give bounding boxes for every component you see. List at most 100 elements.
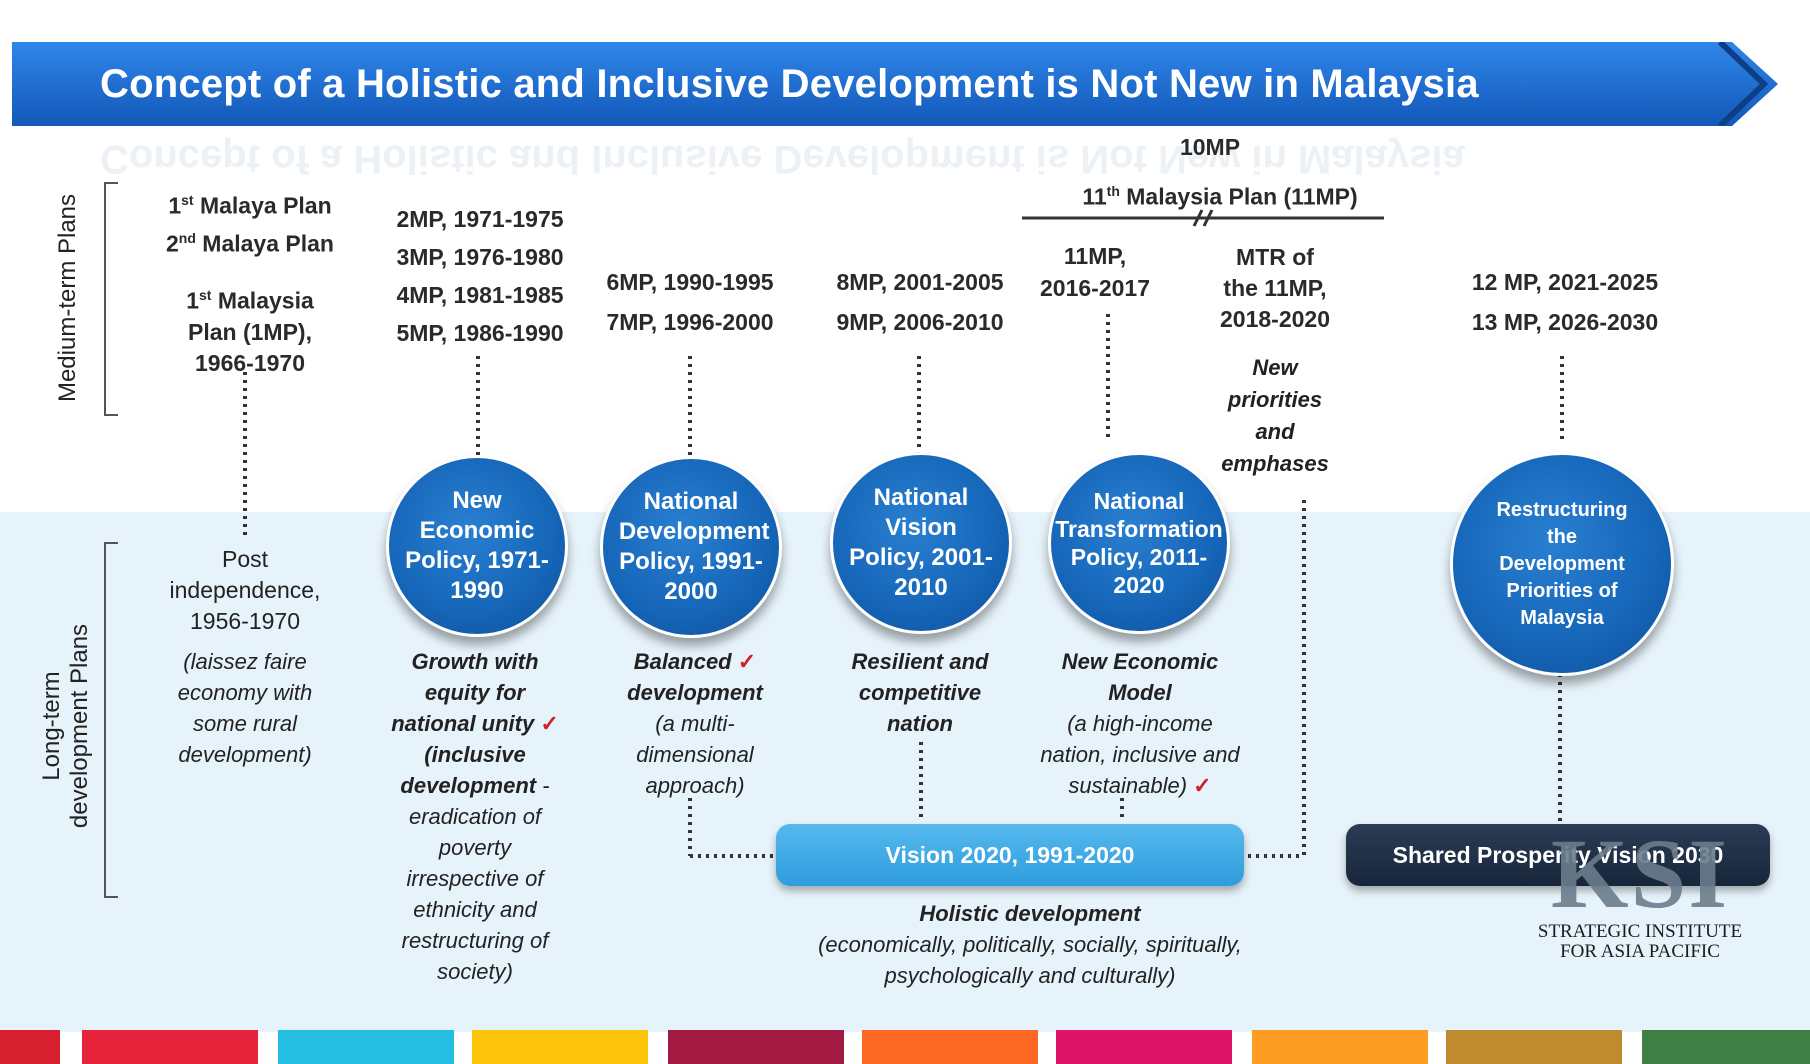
col1-desc-line: economy with	[177, 680, 313, 705]
page-title: Concept of a Holistic and Inclusive Deve…	[100, 62, 1479, 106]
sdg-color-block	[862, 1030, 1038, 1064]
title-banner	[12, 42, 1778, 126]
sdg-color-block	[1446, 1030, 1622, 1064]
col1-plan-1-sup: st	[181, 192, 194, 208]
col2-plan: 2MP, 1971-1975	[396, 206, 564, 232]
policy-circle-ndp: National Development Policy, 1991-2000	[600, 456, 782, 638]
col7-plan: 13 MP, 2026-2030	[1471, 309, 1659, 335]
col7-plans: 12 MP, 2021-2025 13 MP, 2026-2030	[1440, 262, 1690, 342]
col6-plan: MTR of	[1236, 244, 1314, 270]
holistic-development: Holistic development (economically, poli…	[760, 898, 1300, 991]
policy-circle-nvp: National Vision Policy, 2001-2010	[830, 452, 1012, 634]
sdg-color-block	[0, 1030, 60, 1064]
vision-2020-label: Vision 2020, 1991-2020	[885, 841, 1135, 868]
11mp-divider-line	[1022, 209, 1384, 227]
ksi-logo: KSI STRATEGIC INSTITUTE FOR ASIA PACIFIC	[1510, 818, 1770, 976]
policy-circle-nep: New Economic Policy, 1971-1990	[386, 455, 568, 637]
header-11mp-sup: th	[1106, 183, 1120, 199]
sdg-color-block	[1056, 1030, 1232, 1064]
col1-plan-3-sup: st	[199, 287, 212, 303]
col6-plan: the 11MP,	[1223, 275, 1327, 301]
col1-plan-2-text: Malaya Plan	[195, 230, 334, 257]
col6-note: New priorities and emphases	[1180, 352, 1370, 480]
col2-desc-dash: -	[536, 773, 550, 798]
col5-desc-line: sustainable) ✓	[1010, 770, 1270, 801]
col1-plan-3-line3: 1966-1970	[195, 349, 305, 376]
col6-plan: 2018-2020	[1220, 306, 1330, 332]
col6-note-line: and	[1255, 419, 1295, 444]
col2-desc-line: eradication of	[408, 804, 542, 829]
col1-plan-1: 1st Malaya Plan	[140, 184, 360, 222]
col1-plan-3-line2: Plan (1MP),	[188, 318, 312, 345]
col1-1mp: 1st Malaysia Plan (1MP), 1966-1970	[150, 280, 350, 379]
col2-desc-line: restructuring of	[401, 928, 549, 953]
col1-era-line: 1956-1970	[190, 608, 300, 634]
col4-plan: 9MP, 2006-2010	[836, 309, 1004, 335]
col1-desc-line: development)	[178, 742, 312, 767]
header-10mp: 10MP	[1179, 134, 1241, 160]
col1-era-line: independence,	[169, 577, 321, 603]
policy-nvp-label: National Vision Policy, 2001-2010	[849, 484, 993, 601]
header-11mp-text: Malaysia Plan (11MP)	[1119, 183, 1358, 210]
sdg-color-block	[1252, 1030, 1428, 1064]
col5-desc-line: nation, inclusive and	[1040, 742, 1240, 767]
col2-desc-line: irrespective of	[406, 866, 544, 891]
col1-plan-3-text: Malaysia	[211, 287, 314, 314]
policy-circle-restructuring: Restructuring the Development Priorities…	[1450, 452, 1674, 676]
policy-ndp-label: National Development Policy, 1991-2000	[618, 488, 770, 605]
col7-plan: 12 MP, 2021-2025	[1471, 269, 1659, 295]
sdg-color-block	[278, 1030, 454, 1064]
col3-desc-bold: Balanced ✓	[590, 646, 800, 677]
col2-plans: 2MP, 1971-1975 3MP, 1976-1980 4MP, 1981-…	[360, 200, 600, 352]
col3-description: Balanced ✓ development (a multi- dimensi…	[590, 646, 800, 801]
col1-description: (laissez faire economy with some rural d…	[140, 646, 350, 770]
col1-desc-line: some rural	[193, 711, 297, 736]
col2-desc-bold: equity for	[424, 680, 526, 705]
col2-desc-bold: development -	[360, 770, 590, 801]
ksi-logo-mark: KSI	[1550, 818, 1730, 929]
col3-plan: 6MP, 1990-1995	[606, 269, 774, 295]
col1-plan-3-num: 1	[186, 287, 200, 314]
col6-note-line: priorities	[1227, 387, 1323, 412]
col3-desc-line: approach)	[645, 773, 745, 798]
check-icon: ✓	[540, 711, 559, 736]
col2-plan: 3MP, 1976-1980	[396, 244, 564, 270]
col2-desc-bold: (inclusive	[424, 742, 526, 767]
col3-desc-bold: development	[627, 680, 763, 705]
col2-plan: 5MP, 1986-1990	[396, 320, 564, 346]
check-icon: ✓	[1193, 773, 1212, 798]
col2-desc-line: society)	[437, 959, 513, 984]
col5-desc-bold: Model	[1108, 680, 1172, 705]
col5-desc-line: (a high-income	[1067, 711, 1213, 736]
ksi-logo-line2: FOR ASIA PACIFIC	[1560, 941, 1720, 962]
col1-plan-1-num: 1	[168, 192, 182, 219]
col5-plan: 11MP,	[1063, 243, 1127, 269]
col5-description: New Economic Model (a high-income nation…	[1010, 646, 1270, 801]
col2-desc-bold-text: national unity	[391, 711, 535, 736]
ksi-logo-line1: STRATEGIC INSTITUTE	[1537, 921, 1743, 942]
col1-desc-line: (laissez faire	[183, 649, 307, 674]
col6-plans: MTR of the 11MP, 2018-2020	[1190, 242, 1360, 335]
col1-plan-1-text: Malaya Plan	[193, 192, 332, 219]
col1-plan-2-sup: nd	[178, 229, 196, 246]
col6-note-line: emphases	[1221, 451, 1329, 476]
col5-plans: 11MP, 2016-2017	[1020, 240, 1170, 304]
col4-plans: 8MP, 2001-2005 9MP, 2006-2010	[810, 262, 1030, 342]
col2-desc-line: ethnicity and	[413, 897, 537, 922]
header-11mp: 11th Malaysia Plan (11MP)	[1020, 176, 1420, 212]
shared-prosperity-pill: Shared Prosperity Vision 2030	[1346, 824, 1770, 886]
col4-desc-bold: competitive	[858, 680, 982, 705]
col1-plan-2: 2nd Malaya Plan	[140, 222, 360, 260]
col4-plan: 8MP, 2001-2005	[836, 269, 1004, 295]
vision-2020-pill: Vision 2020, 1991-2020	[776, 824, 1244, 886]
col1-era-line: Post	[221, 546, 269, 572]
col2-desc-bold: national unity ✓	[360, 708, 590, 739]
col3-plans: 6MP, 1990-1995 7MP, 1996-2000	[580, 262, 800, 342]
col5-desc-text: sustainable)	[1068, 773, 1188, 798]
col2-desc-bold-text: development	[400, 773, 537, 798]
holistic-title: Holistic development	[919, 901, 1141, 926]
col5-desc-bold: New Economic	[1061, 649, 1219, 674]
header-11mp-num: 11	[1082, 183, 1107, 210]
col1-plan-2-num: 2	[166, 230, 179, 257]
